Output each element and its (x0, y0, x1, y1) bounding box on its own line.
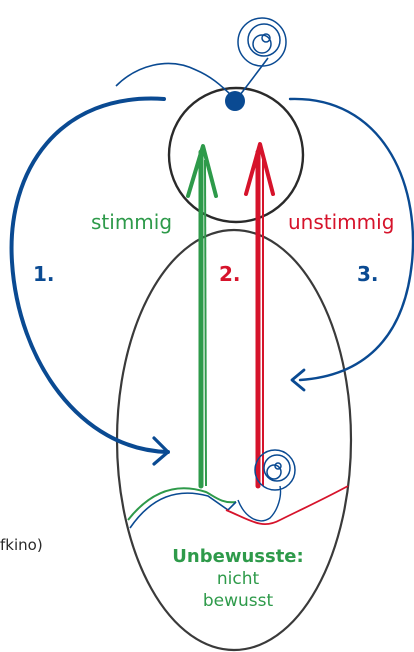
unconscious-line-2: bewusst (202, 591, 274, 611)
step-3-label: 3. (357, 262, 379, 286)
top-knot-icon (237, 17, 287, 67)
unconscious-title: Unbewusste: (172, 546, 304, 567)
wave-blue (129, 492, 237, 529)
step-1-label: 1. (33, 262, 55, 286)
cropped-label-fkino: fkino) (0, 536, 43, 554)
label-unstimmig: unstimmig (288, 210, 395, 234)
unconscious-caption: Unbewusste: nicht bewusst (143, 546, 333, 612)
wave-red (225, 485, 349, 525)
unconscious-line-1: nicht (216, 569, 260, 589)
pin-dot-icon (225, 91, 245, 111)
loop-3-arrowhead (290, 368, 306, 392)
red-arrow (244, 142, 275, 489)
green-arrow (186, 144, 218, 489)
label-stimmig: stimmig (91, 210, 173, 234)
loop-3-arc (288, 97, 414, 382)
loop-1-arc (9, 96, 170, 454)
top-scribble-line (115, 62, 235, 99)
loop-1-arrowhead (152, 436, 170, 466)
wave-scribble (237, 485, 282, 522)
wave-green (127, 487, 237, 521)
conscious-circle (167, 86, 305, 224)
step-2-label: 2. (219, 262, 241, 286)
bottom-knot-icon (254, 449, 296, 491)
